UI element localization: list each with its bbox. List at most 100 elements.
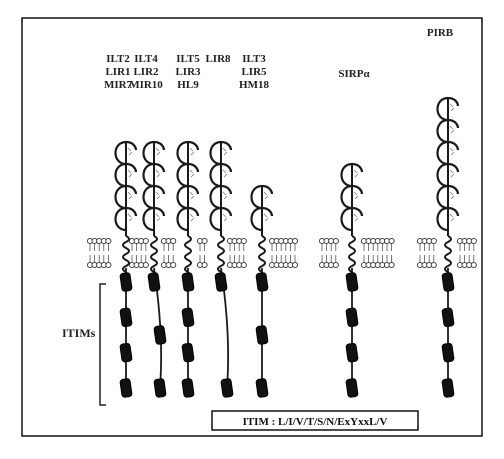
lipid — [467, 238, 472, 267]
receptor-label: ILT2 — [106, 53, 130, 65]
itim-motif — [346, 343, 358, 362]
lipid — [161, 238, 166, 267]
receptor-7: PIRB — [427, 27, 458, 398]
transmembrane-segment — [185, 236, 191, 272]
lipid — [319, 238, 324, 267]
lipid — [324, 238, 329, 267]
lipid — [366, 238, 371, 267]
receptor-label: LIR1 — [105, 66, 130, 78]
itim-motif — [256, 325, 268, 344]
itim-motif — [148, 272, 160, 291]
lipid — [375, 238, 380, 267]
receptor-label: LIR5 — [241, 66, 267, 78]
lipid — [417, 238, 422, 267]
cell-membrane — [87, 238, 476, 267]
itim-motif — [442, 308, 454, 327]
receptor-4: LIR8 — [205, 53, 233, 398]
receptor-label: HM18 — [239, 79, 269, 91]
itim-motif — [346, 378, 358, 397]
itim-motif — [442, 378, 454, 397]
lipid — [389, 238, 394, 267]
transmembrane-segment — [218, 236, 224, 272]
itim-motif — [215, 272, 227, 291]
lipid — [329, 238, 334, 267]
lipid — [232, 238, 237, 267]
lipid — [457, 238, 462, 267]
lipid — [283, 238, 288, 267]
lipid — [333, 238, 338, 267]
lipid — [97, 238, 102, 267]
lipid — [92, 238, 97, 267]
itim-motif — [221, 378, 233, 397]
itim-motif — [256, 272, 268, 291]
lipid — [292, 238, 297, 267]
lipid — [166, 238, 171, 267]
itim-motif-text: ITIM : L/I/V/T/S/N/ExYxxL/V — [243, 416, 388, 428]
receptor-label: LIR8 — [205, 53, 231, 65]
lipid — [101, 238, 106, 267]
itim-motif — [346, 308, 358, 327]
receptor-label: ILT5 — [176, 53, 200, 65]
lipid — [171, 238, 176, 267]
itim-motif — [442, 272, 454, 291]
itim-motif — [154, 325, 166, 344]
lipid — [134, 238, 139, 267]
transmembrane-segment — [259, 236, 265, 272]
lipid — [361, 238, 366, 267]
transmembrane-segment — [123, 236, 129, 272]
itim-motif-box: ITIM : L/I/V/T/S/N/ExYxxL/V — [212, 411, 418, 430]
lipid — [227, 238, 232, 267]
lipid — [462, 238, 467, 267]
itim-motif — [346, 272, 358, 291]
lipid — [380, 238, 385, 267]
lipid — [139, 238, 144, 267]
lipid — [427, 238, 432, 267]
itim-motif — [154, 378, 166, 397]
itim-motif — [442, 343, 454, 362]
lipid — [384, 238, 389, 267]
lipid — [269, 238, 274, 267]
lipid — [129, 238, 134, 267]
lipid — [143, 238, 148, 267]
itim-motif — [182, 272, 194, 291]
lipid — [422, 238, 427, 267]
lipid — [371, 238, 376, 267]
receptor-label: PIRB — [427, 27, 454, 39]
lipid — [274, 238, 279, 267]
transmembrane-segment — [151, 236, 157, 272]
itim-motif — [182, 343, 194, 362]
itims-bracket — [100, 284, 106, 405]
itim-motif — [182, 308, 194, 327]
lipid — [87, 238, 92, 267]
receptor-label: SIRPα — [338, 68, 370, 80]
receptor-label: ILT3 — [242, 53, 266, 65]
transmembrane-segment — [349, 236, 355, 272]
receptor-label: LIR2 — [133, 66, 159, 78]
itim-motif — [120, 272, 132, 291]
lipid — [106, 238, 111, 267]
itims-label: ITIMs — [62, 326, 96, 340]
receptor-label: LIR3 — [175, 66, 201, 78]
itim-motif — [256, 378, 268, 397]
lipid — [202, 238, 207, 267]
receptor-6: SIRPα — [338, 68, 370, 398]
receptor-label: ILT4 — [134, 53, 158, 65]
itim-motif — [120, 308, 132, 327]
lipid — [241, 238, 246, 267]
lipid — [197, 238, 202, 267]
lipid — [279, 238, 284, 267]
lipid — [288, 238, 293, 267]
transmembrane-segment — [445, 236, 451, 272]
itim-motif — [182, 378, 194, 397]
receptor-label: MIR10 — [129, 79, 163, 91]
itim-motif — [120, 343, 132, 362]
lipid — [471, 238, 476, 267]
itim-motif — [120, 378, 132, 397]
